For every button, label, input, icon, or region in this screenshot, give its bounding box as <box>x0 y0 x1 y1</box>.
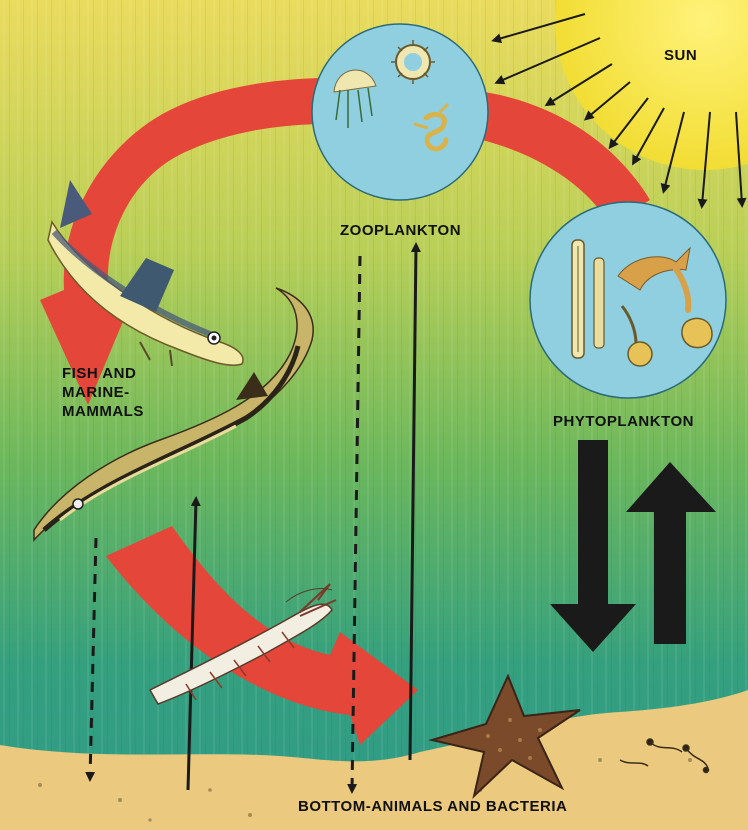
coccolith-icon <box>682 318 712 347</box>
zooplankton-circle <box>312 24 488 200</box>
bottom-animals-label: BOTTOM-ANIMALS AND BACTERIA <box>298 797 567 816</box>
phytoplankton-label: PHYTOPLANKTON <box>553 412 694 431</box>
zooplankton-label: ZOOPLANKTON <box>340 221 461 240</box>
fish-label-line-1: FISH AND <box>62 364 182 383</box>
phytoplankton-circle <box>530 202 726 398</box>
fish-label-line-3: MAMMALS <box>62 402 182 421</box>
sun-label: SUN <box>664 46 697 65</box>
fish-and-marine-mammals-label: FISH AND MARINE- MAMMALS <box>62 364 182 421</box>
fish-label-line-2: MARINE- <box>62 383 182 402</box>
